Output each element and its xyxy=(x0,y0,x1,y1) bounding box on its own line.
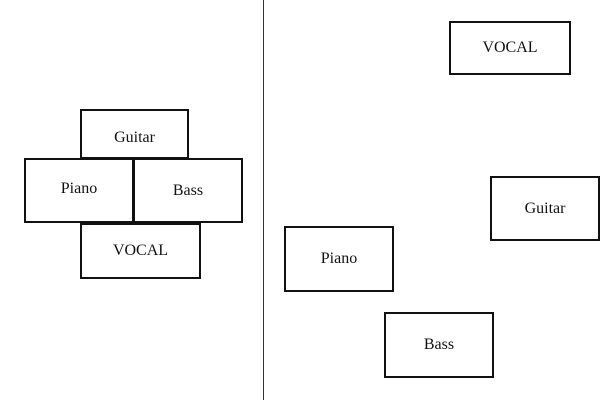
panel-divider xyxy=(263,0,264,400)
left-vocal-label: VOCAL xyxy=(112,242,169,259)
right-vocal-label: VOCAL xyxy=(482,39,538,56)
right-piano-block[interactable]: Piano xyxy=(284,226,394,292)
right-bass-label: Bass xyxy=(423,336,455,353)
left-guitar-block[interactable]: Guitar xyxy=(80,109,189,159)
left-piano-label: Piano xyxy=(60,179,98,197)
left-vocal-block[interactable]: VOCAL xyxy=(80,223,201,279)
left-piano-block[interactable]: Piano xyxy=(24,158,134,223)
right-guitar-block[interactable]: Guitar xyxy=(490,176,600,241)
left-guitar-label: Guitar xyxy=(114,129,155,146)
right-vocal-block[interactable]: VOCAL xyxy=(449,21,571,75)
left-bass-label: Bass xyxy=(172,181,204,199)
right-bass-block[interactable]: Bass xyxy=(384,312,494,378)
right-piano-label: Piano xyxy=(320,250,358,267)
right-guitar-label: Guitar xyxy=(524,199,566,217)
left-bass-block[interactable]: Bass xyxy=(133,158,243,223)
